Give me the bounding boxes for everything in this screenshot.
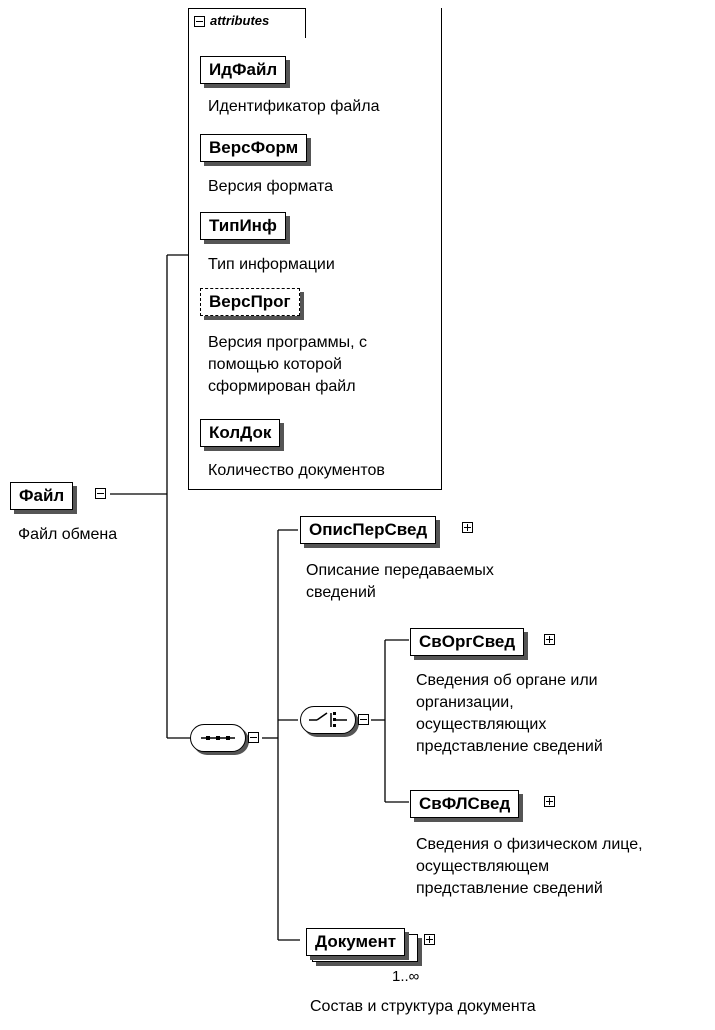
attribute-description: Идентификатор файла <box>208 98 380 115</box>
choice-switch-icon <box>309 712 347 727</box>
description-line: осуществляющих <box>416 716 547 733</box>
attribute-name: ТипИнф <box>209 216 277 235</box>
expand-svorgsved-button[interactable] <box>544 634 555 645</box>
element-description: Сведения об органе или организации, осущ… <box>416 670 603 758</box>
sequence-compositor-icon[interactable] <box>190 724 246 752</box>
element-document[interactable]: Документ <box>306 928 406 956</box>
attribute-koldok[interactable]: КолДок <box>200 419 281 447</box>
attribute-description: Версия программы, с помощью которой сфор… <box>208 332 367 398</box>
attributes-frame <box>188 8 442 490</box>
element-svorgsved[interactable]: СвОргСвед <box>410 628 525 656</box>
expand-svflsved-button[interactable] <box>544 796 555 807</box>
attribute-name: ИдФайл <box>209 60 278 79</box>
description-line: представление сведений <box>416 880 603 897</box>
root-element-name: Файл <box>19 486 65 505</box>
description-line: Сведения о физическом лице, <box>416 836 643 853</box>
attribute-description: Тип информации <box>208 256 335 273</box>
description-line: осуществляющем <box>416 858 550 875</box>
collapse-choice-button[interactable] <box>358 714 369 725</box>
element-name: Документ <box>315 932 397 951</box>
element-name: СвФЛСвед <box>419 794 511 813</box>
expand-document-button[interactable] <box>424 934 435 945</box>
attribute-idfile[interactable]: ИдФайл <box>200 56 287 84</box>
attribute-tipinf[interactable]: ТипИнф <box>200 212 286 240</box>
collapse-attributes-button[interactable] <box>194 16 205 27</box>
attribute-name: КолДок <box>209 423 272 442</box>
description-line: Сведения об органе или <box>416 672 598 689</box>
attribute-versprog[interactable]: ВерсПрог <box>200 288 300 316</box>
document-cardinality: 1..∞ <box>392 968 420 985</box>
attributes-label: attributes <box>210 13 270 28</box>
description-line: представление сведений <box>416 738 603 755</box>
attribute-description: Версия формата <box>208 178 334 195</box>
element-name: ОписПерСвед <box>309 520 428 539</box>
description-line: организации, <box>416 694 514 711</box>
sequence-dots-icon <box>201 736 235 740</box>
root-element-box[interactable]: Файл <box>10 482 74 510</box>
attribute-name: ВерсФорм <box>209 138 299 157</box>
attribute-description: Количество документов <box>208 462 385 479</box>
element-opispersved[interactable]: ОписПерСвед <box>300 516 437 544</box>
element-description: Описание передаваемых сведений <box>306 560 494 604</box>
collapse-root-button[interactable] <box>95 488 106 499</box>
description-line: Версия программы, с <box>208 334 367 351</box>
element-description: Состав и структура документа <box>310 998 536 1015</box>
attribute-name: ВерсПрог <box>209 292 291 311</box>
element-name: СвОргСвед <box>419 632 516 651</box>
expand-opispersved-button[interactable] <box>462 522 473 533</box>
description-line: сформирован файл <box>208 378 356 395</box>
attributes-tab <box>188 8 306 38</box>
description-line: сведений <box>306 584 376 601</box>
collapse-sequence-button[interactable] <box>248 732 259 743</box>
element-description: Сведения о физическом лице, осуществляющ… <box>416 834 643 900</box>
description-line: помощью которой <box>208 356 342 373</box>
element-svflsved[interactable]: СвФЛСвед <box>410 790 520 818</box>
description-line: Описание передаваемых <box>306 562 494 579</box>
attribute-versform[interactable]: ВерсФорм <box>200 134 308 162</box>
choice-compositor-icon[interactable] <box>300 706 356 734</box>
root-description: Файл обмена <box>18 526 118 543</box>
